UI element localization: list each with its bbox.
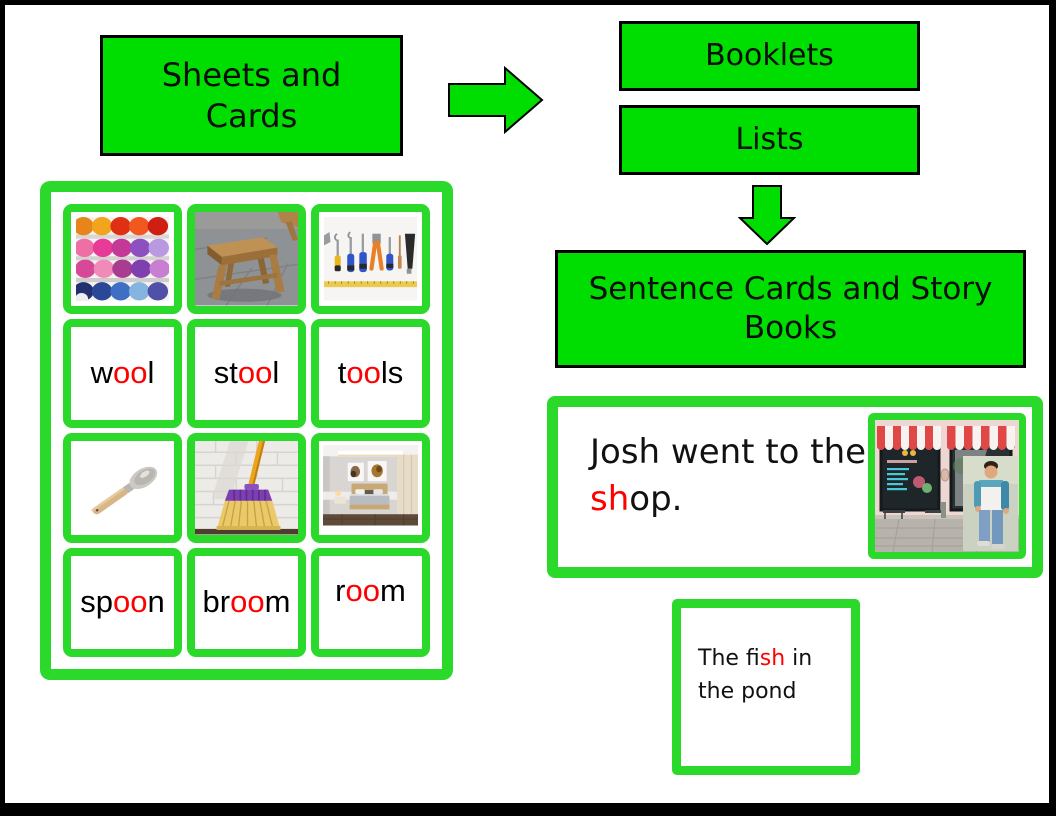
shop-photo [868,413,1026,559]
word-part: w [90,355,113,391]
bedroom-image [323,445,418,526]
node-booklets: Booklets [619,21,920,91]
hanging-tools-image [324,217,417,301]
story-text: The fish in the pond [698,642,846,708]
story-highlight: sh [759,646,786,671]
person-walking [963,456,1018,551]
broom-image [195,441,298,535]
sentence-part: op. [629,479,683,519]
word-part: br [202,584,231,620]
picture-card-tools [311,204,430,314]
word-part: st [213,355,238,391]
word-highlight: oo [346,355,381,391]
shop-storefront-image [875,420,1019,552]
picture-card-wool [63,204,182,314]
word-part: l [272,355,280,391]
picture-card-broom [187,433,306,543]
word-part: m [264,584,291,620]
picture-card-stool [187,204,306,314]
sentence-card-shop: Josh went to the shop. [547,396,1043,578]
word-highlight: oo [113,584,148,620]
yarn-wool-image [76,217,169,301]
node-sheets-and-cards: Sheets and Cards [100,35,403,156]
wooden-stool-image [195,212,298,306]
right-arrow-icon [448,66,544,134]
picture-card-spoon [63,433,182,543]
word-highlight: oo [113,355,148,391]
spoon-image [76,446,169,530]
word-part: ls [380,355,404,391]
word-part: n [147,584,165,620]
sentence-highlight: sh [590,479,630,519]
sentence-part: Josh went to the [590,432,867,472]
down-arrow-icon [738,185,796,246]
word-part: m [379,573,406,609]
word-part: l [147,355,155,391]
story-part: The fi [698,646,760,671]
word-part: sp [80,584,113,620]
picture-card-bedroom [311,433,430,543]
story-book-card-fish: The fish in the pond [672,599,860,775]
word-part: r [335,573,346,609]
word-part: t [337,355,347,391]
word-highlight: oo [230,584,265,620]
sentence-text: Josh went to the shop. [590,429,912,523]
word-highlight: oo [237,355,273,391]
word-highlight: oo [345,573,380,609]
story-part: in the pond [698,646,813,704]
node-lists: Lists [619,105,920,175]
node-sentence-cards-and-story-books: Sentence Cards and Story Books [555,250,1026,368]
